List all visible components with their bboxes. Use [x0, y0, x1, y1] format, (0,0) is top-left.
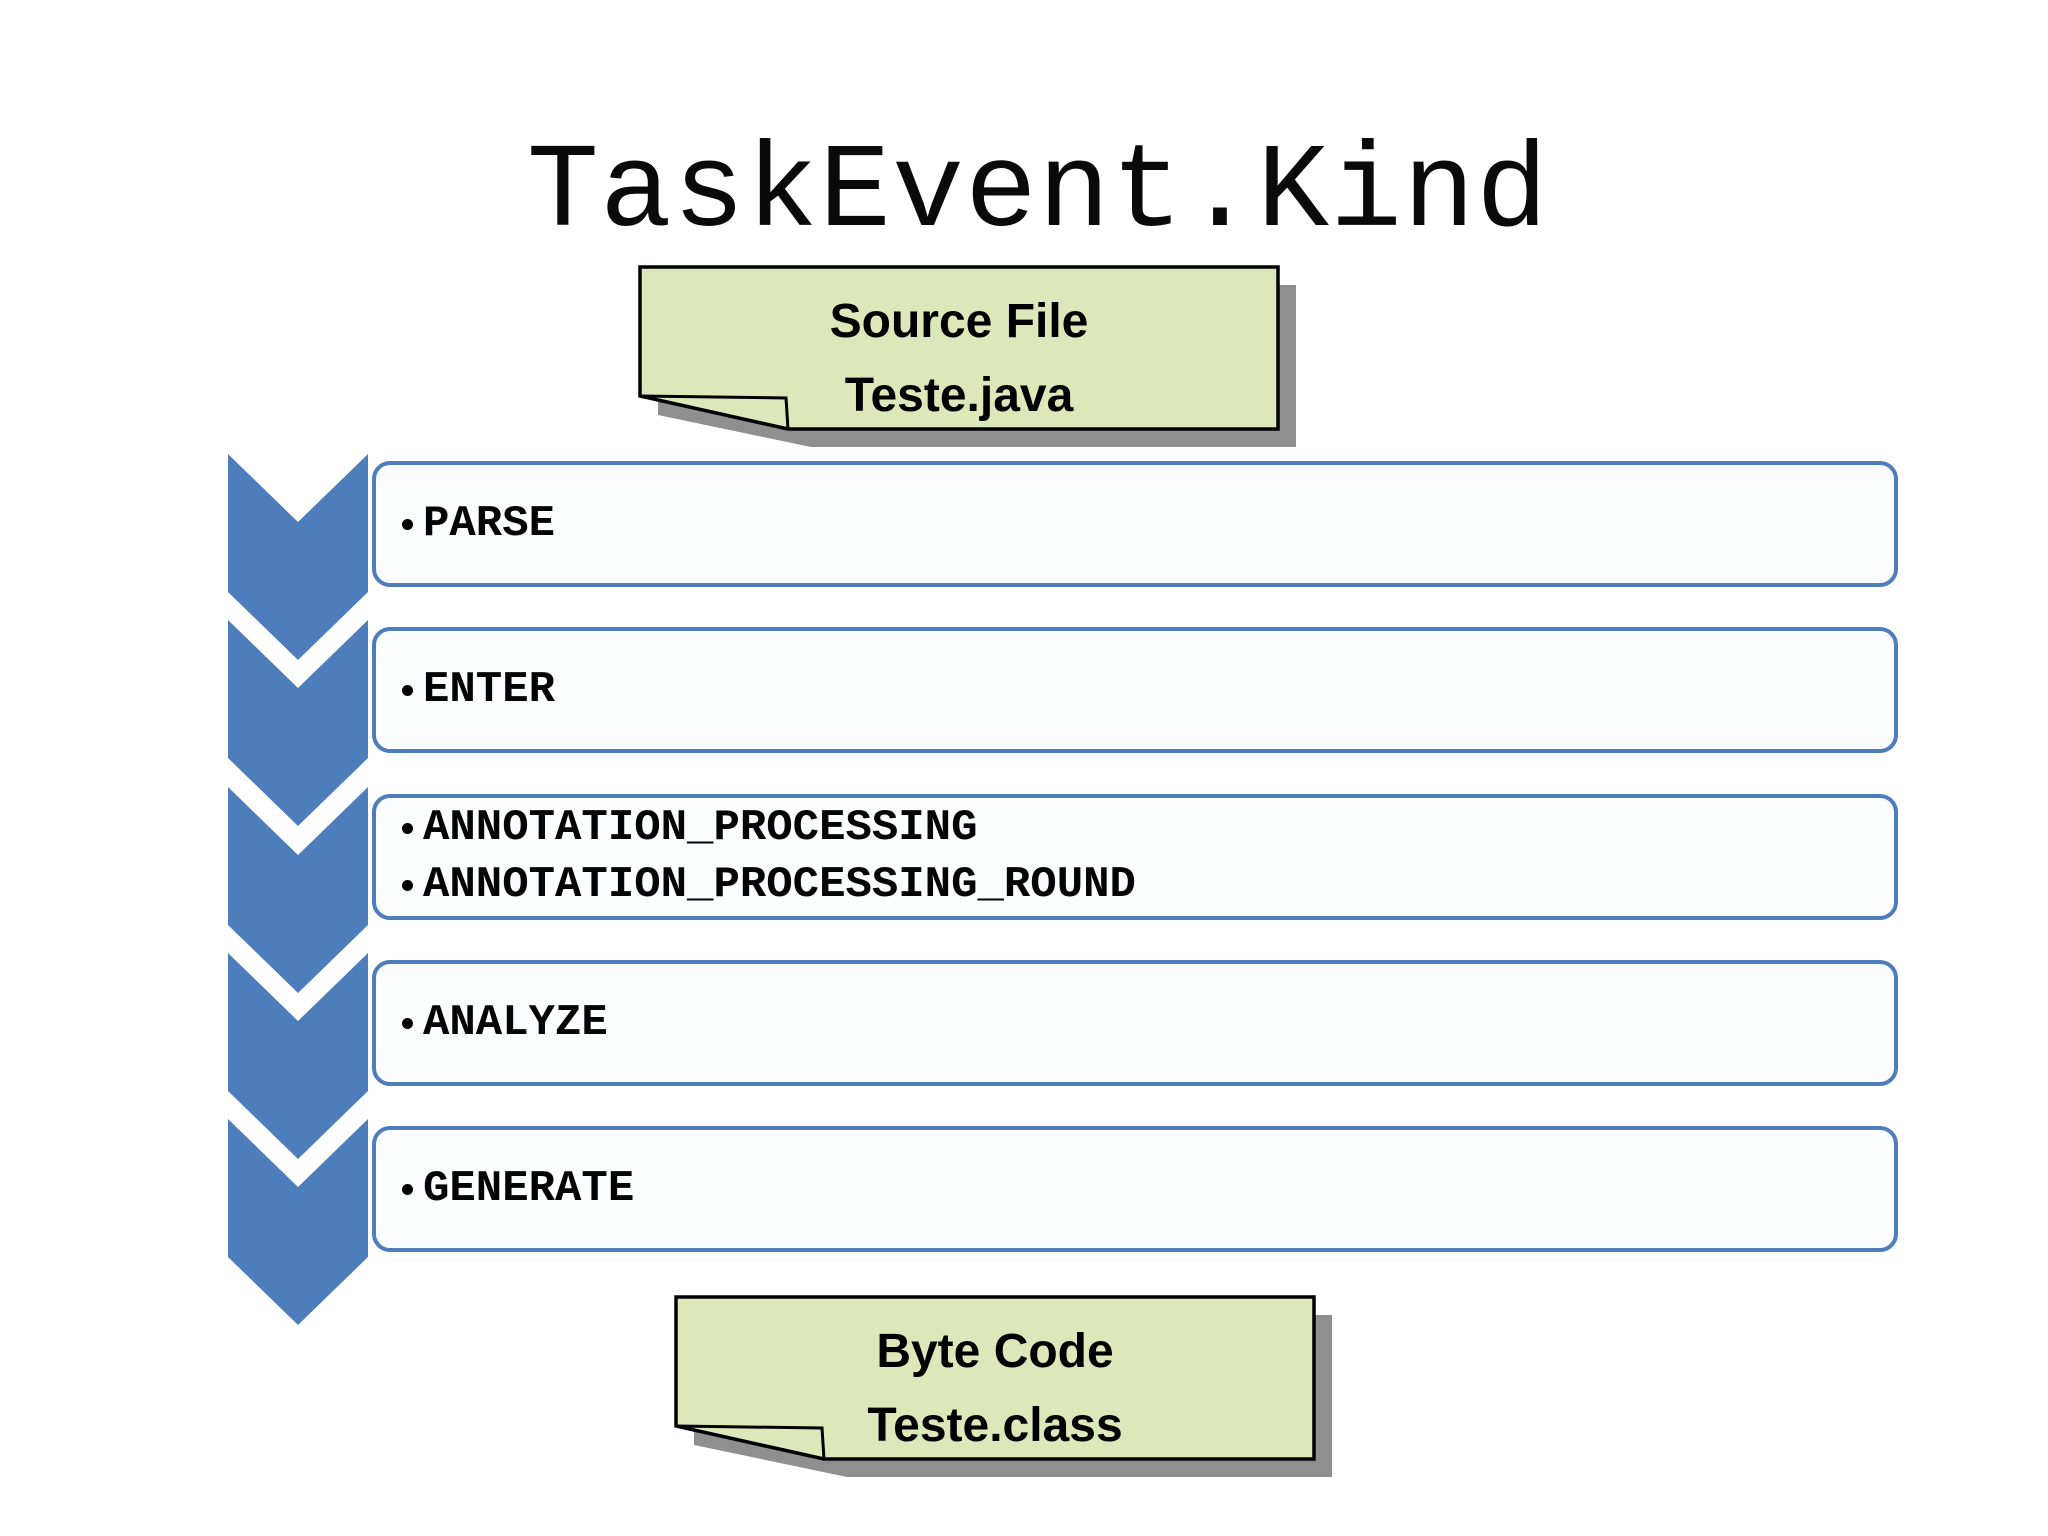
- byte-code-note: Byte Code Teste.class: [674, 1295, 1332, 1477]
- source-file-note: Source File Teste.java: [638, 265, 1296, 447]
- note-body: [638, 265, 1280, 431]
- note-line: Teste.java: [844, 369, 1074, 422]
- bullet-icon: [402, 880, 413, 891]
- stage-label: ANNOTATION_PROCESSING_ROUND: [423, 860, 1136, 910]
- stage-bar-enter: ENTER: [372, 627, 1898, 753]
- stage-label: ANNOTATION_PROCESSING: [423, 803, 978, 853]
- chevron-down-icon: [228, 787, 368, 993]
- bullet-icon: [402, 518, 413, 530]
- stage-item: GENERATE: [402, 1161, 1894, 1218]
- stage-label: PARSE: [423, 498, 556, 549]
- stage-item: ANNOTATION_PROCESSING_ROUND: [402, 857, 1894, 914]
- folded-note-shape: [638, 265, 1296, 447]
- bullet-icon: [402, 823, 413, 834]
- note-fold-crease: [639, 394, 790, 430]
- stage-item: ENTER: [402, 662, 1894, 719]
- note-line: Source File: [829, 295, 1089, 348]
- stage-bar-generate: GENERATE: [372, 1126, 1898, 1252]
- bullet-icon: [402, 1017, 413, 1029]
- stage-bar-parse: PARSE: [372, 461, 1898, 587]
- stage-bar-annotation-processing: ANNOTATION_PROCESSING ANNOTATION_PROCESS…: [372, 794, 1898, 920]
- note-line: Byte Code: [876, 1325, 1114, 1378]
- stage-label: ENTER: [423, 664, 556, 715]
- bullet-icon: [402, 684, 413, 696]
- stage-bar-analyze: ANALYZE: [372, 960, 1898, 1086]
- chevron-arrow-column: [228, 454, 368, 1325]
- stage-item: PARSE: [402, 496, 1894, 553]
- chevron-down-icon: [228, 620, 368, 826]
- chevron-down-icon: [228, 953, 368, 1159]
- note-line: Teste.class: [867, 1399, 1123, 1452]
- stage-item: ANNOTATION_PROCESSING: [402, 800, 1894, 857]
- stage-item: ANALYZE: [402, 995, 1894, 1052]
- bullet-icon: [402, 1183, 413, 1195]
- stage-label: GENERATE: [423, 1163, 635, 1214]
- page-title: TaskEvent.Kind: [526, 126, 1550, 262]
- note-fold-crease: [675, 1424, 826, 1460]
- stage-label: ANALYZE: [423, 997, 608, 1048]
- chevron-down-icon: [228, 454, 368, 660]
- folded-note-shape: [674, 1295, 1332, 1477]
- note-body: [674, 1295, 1316, 1461]
- chevron-down-icon: [228, 1119, 368, 1325]
